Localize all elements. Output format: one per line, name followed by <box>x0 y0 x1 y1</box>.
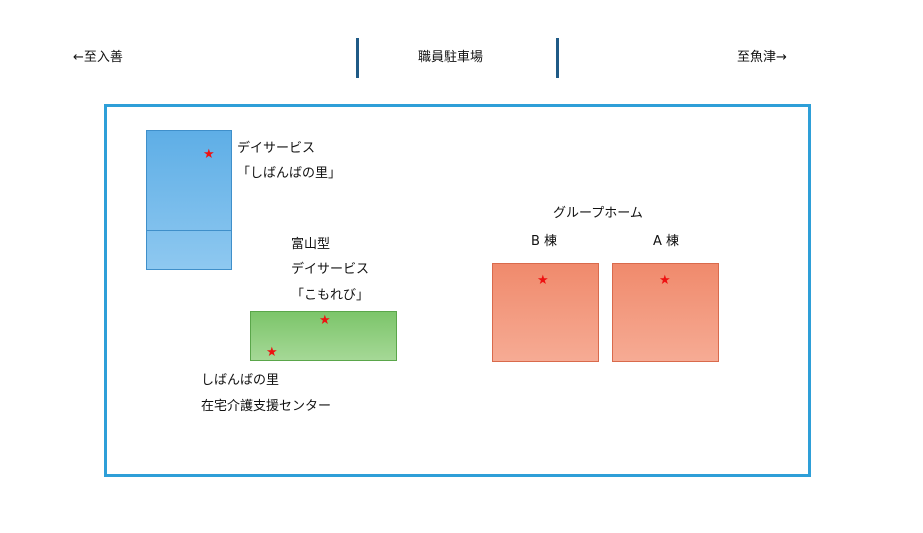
marker-star-icon: ★ <box>203 147 215 162</box>
building-divider-line <box>147 230 231 231</box>
site-boundary <box>104 104 811 477</box>
direction-right-label: 至魚津→ <box>737 50 787 65</box>
building-group-home-b[interactable] <box>492 263 599 362</box>
direction-left-label: ←至入善 <box>73 50 123 65</box>
label-group-home-b: B 棟 <box>531 234 558 249</box>
label-day-service-shibanba-line2: 「しばんばの里」 <box>237 166 342 181</box>
building-group-home-a[interactable] <box>612 263 719 362</box>
parking-divider-left <box>356 38 359 78</box>
label-care-center-line2: 在宅介護支援センター <box>201 399 332 414</box>
label-care-center-line1: しばんばの里 <box>201 373 280 388</box>
label-komorebi-line1: 富山型 <box>291 237 331 252</box>
building-komorebi[interactable] <box>250 311 397 361</box>
parking-label: 職員駐車場 <box>418 50 484 65</box>
marker-star-icon: ★ <box>659 273 671 288</box>
label-group-home-a: A 棟 <box>653 234 680 249</box>
marker-star-icon: ★ <box>266 345 278 360</box>
label-komorebi-line3: 「こもれび」 <box>291 288 370 303</box>
marker-star-icon: ★ <box>319 313 331 328</box>
label-komorebi-line2: デイサービス <box>291 262 370 277</box>
marker-star-icon: ★ <box>537 273 549 288</box>
building-day-service-shibanba[interactable] <box>146 130 232 270</box>
parking-divider-right <box>556 38 559 78</box>
label-group-home: グループホーム <box>553 206 643 221</box>
label-day-service-shibanba-line1: デイサービス <box>237 141 316 156</box>
